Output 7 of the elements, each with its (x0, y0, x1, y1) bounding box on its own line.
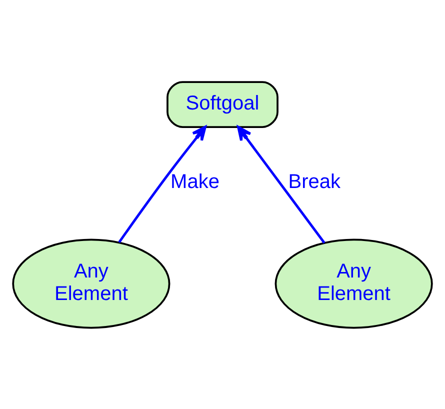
arrow (118, 125, 206, 242)
node-box: Softgoal (166, 80, 278, 128)
node-ellipse: Any Element (274, 238, 433, 328)
edge-label: Make (170, 170, 220, 193)
arrow (237, 125, 326, 244)
edge-label: Break (288, 170, 341, 193)
node-ellipse: Any Element (12, 238, 170, 328)
